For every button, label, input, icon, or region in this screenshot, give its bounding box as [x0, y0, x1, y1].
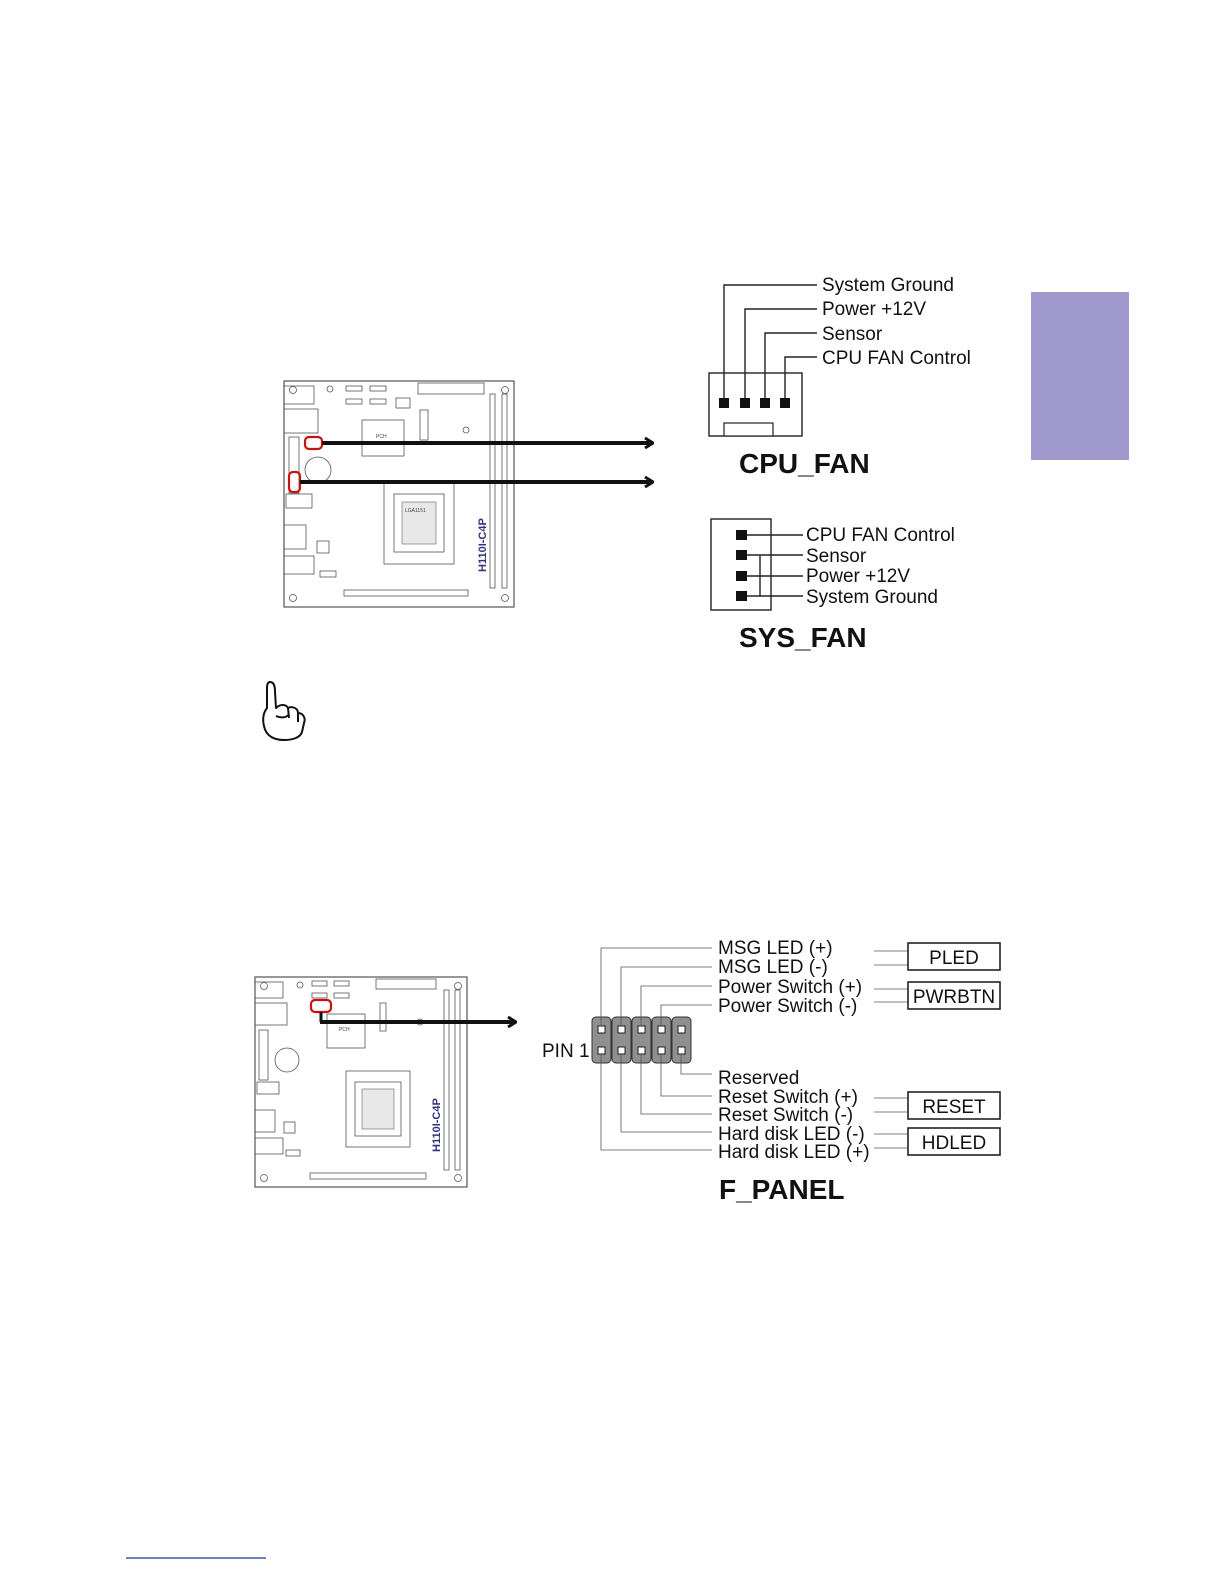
fpanel-pin-label: Reset Switch (-) — [718, 1105, 853, 1126]
motherboard-diagram-fpanel: PCH H110I-C4P — [254, 976, 468, 1188]
sys-fan-pin — [736, 591, 747, 601]
svg-text:LGA1151: LGA1151 — [405, 508, 426, 514]
sys-fan-pin-label: Sensor — [806, 546, 867, 567]
group-label-reset: RESET — [922, 1097, 986, 1118]
sys-fan-pin — [736, 530, 747, 540]
sys-fan-pin — [736, 550, 747, 560]
sys-fan-pin-label: Power +12V — [806, 566, 910, 587]
sys-fan-pin-label: CPU FAN Control — [806, 525, 955, 546]
group-label-pled: PLED — [929, 948, 979, 969]
chapter-side-tab — [1031, 292, 1129, 460]
fpanel-pin-label: MSG LED (+) — [718, 938, 833, 959]
cpu-fan-title: CPU_FAN — [739, 448, 870, 479]
fpanel-title: F_PANEL — [719, 1174, 845, 1205]
sys-fan-title: SYS_FAN — [739, 622, 867, 653]
fpanel-header — [591, 947, 712, 1151]
cpu-fan-pin-label: System Ground — [822, 275, 954, 296]
group-label-pwrbtn: PWRBTN — [913, 987, 995, 1008]
sys-fan-pin-label: System Ground — [806, 587, 938, 608]
fpanel-pin-label: Hard disk LED (+) — [718, 1142, 870, 1163]
fpanel-pin-label: Reset Switch (+) — [718, 1087, 858, 1108]
svg-text:PCH: PCH — [376, 434, 387, 440]
fpanel-pin-label: MSG LED (-) — [718, 957, 828, 978]
cpu-fan-pin — [740, 398, 750, 408]
fpanel-pin-label: Power Switch (-) — [718, 996, 857, 1017]
pwrbtn-box — [907, 981, 1001, 1010]
cpu-fan-pin — [719, 398, 729, 408]
cpu-fan-connector — [708, 284, 817, 437]
board-model-label: H110I-C4P — [431, 1098, 443, 1152]
fpanel-group-leads — [874, 950, 908, 1149]
svg-text:PCH: PCH — [339, 1027, 350, 1033]
cpu-fan-pin-label: Sensor — [822, 324, 883, 345]
hdled-box — [907, 1127, 1001, 1156]
cpu-fan-pin-label: CPU FAN Control — [822, 348, 971, 369]
reset-box — [907, 1091, 1001, 1120]
sys-fan-pin — [736, 571, 747, 581]
cpu-fan-pin — [760, 398, 770, 408]
board-model-label: H110I-C4P — [477, 518, 489, 572]
fpanel-pin-label: Hard disk LED (-) — [718, 1124, 865, 1145]
pointing-hand-icon — [262, 681, 306, 741]
sys-fan-connector — [710, 518, 803, 611]
cpu-fan-pin — [780, 398, 790, 408]
fpanel-pin-label: Power Switch (+) — [718, 977, 862, 998]
pled-box — [907, 942, 1001, 971]
pin1-label: PIN 1 — [542, 1041, 590, 1062]
cpu-fan-pin-label: Power +12V — [822, 299, 926, 320]
group-label-hdled: HDLED — [922, 1133, 986, 1154]
motherboard-diagram-fans: PCH LGA1151 H110I-C4P — [283, 380, 515, 608]
fpanel-pin-label: Reserved — [718, 1068, 799, 1089]
